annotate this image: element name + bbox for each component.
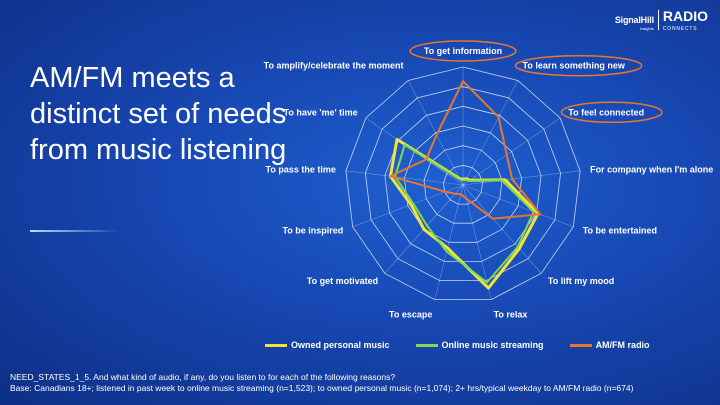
legend-item-owned: Owned personal music — [265, 340, 390, 350]
radar-ring — [403, 125, 523, 243]
radar-labels: To get information To learn something new… — [264, 40, 713, 319]
series-am-fm-radio — [389, 80, 542, 220]
radar-spoke — [462, 184, 542, 274]
logo-divider — [657, 10, 659, 30]
radar-spoke — [407, 80, 464, 186]
axis-label-for-company-when-i-m-alone: For company when I'm alone — [590, 165, 713, 175]
radar-series — [388, 80, 542, 290]
radar-ring — [364, 86, 562, 281]
legend-label-streaming: Online music streaming — [441, 340, 544, 350]
legend-item-amfm: AM/FM radio — [569, 340, 650, 350]
series-online-music-streaming — [394, 143, 535, 284]
radar-spoke — [462, 184, 492, 300]
legend-label-owned: Owned personal music — [291, 340, 390, 350]
axis-label-to-relax: To relax — [494, 309, 528, 319]
footnote: NEED_STATES_1_5. And what kind of audio,… — [10, 372, 710, 393]
headline-accent-line — [30, 230, 120, 232]
highlight-oval-to-learn-something-new — [514, 54, 643, 77]
legend-label-amfm: AM/FM radio — [595, 340, 650, 350]
radar-spoke — [462, 184, 574, 228]
radio-wordmark: RADIO — [662, 8, 708, 24]
axis-label-to-lift-my-mood: To lift my mood — [548, 276, 614, 286]
axis-label-to-have-me-time: To have 'me' time — [284, 107, 358, 117]
highlight-oval-to-feel-connected — [560, 101, 663, 124]
radar-spoke — [434, 184, 464, 300]
radar-ring — [423, 145, 503, 224]
radio-connects-logo: RADIO CONNECTS — [663, 8, 708, 32]
axis-label-to-feel-connected: To feel connected — [568, 107, 644, 117]
footnote-question: NEED_STATES_1_5. And what kind of audio,… — [10, 372, 396, 382]
axis-label-to-be-inspired: To be inspired — [282, 225, 343, 235]
brand-logo: SignalHill Insights RADIO CONNECTS — [615, 8, 708, 32]
radar-spoke — [345, 170, 464, 186]
chart-legend: Owned personal music Online music stream… — [265, 340, 650, 350]
radar-ring — [345, 66, 581, 301]
connects-wordmark: CONNECTS — [662, 26, 698, 32]
legend-item-streaming: Online music streaming — [415, 340, 544, 350]
axis-label-to-learn-something-new: To learn something new — [523, 61, 626, 71]
highlight-oval-to-get-information — [409, 40, 517, 62]
footnote-base: Base: Canadians 18+; listened in past we… — [10, 382, 634, 393]
radar-grid — [345, 66, 581, 301]
axis-label-to-be-entertained: To be entertained — [583, 225, 657, 235]
axis-label-to-get-information: To get information — [424, 46, 502, 56]
radar-spoke — [462, 117, 561, 186]
legend-swatch-streaming — [415, 343, 438, 347]
slide-headline: AM/FM meets a distinct set of needs from… — [30, 62, 287, 166]
signalhill-logo: SignalHill Insights — [615, 10, 654, 31]
legend-swatch-amfm — [569, 343, 592, 347]
radar-spoke — [462, 170, 581, 186]
legend-swatch-owned — [265, 343, 287, 347]
insights-wordmark: Insights — [640, 25, 654, 31]
axis-label-to-amplify-celebrate-the-moment: To amplify/celebrate the moment — [264, 61, 404, 71]
axis-label-to-pass-the-time: To pass the time — [266, 165, 336, 175]
axis-label-to-escape: To escape — [389, 309, 432, 319]
signalhill-wordmark: SignalHill — [614, 14, 654, 25]
radar-spoke — [462, 80, 519, 186]
radar-ring — [443, 164, 483, 205]
radar-chart: To get information To learn something new… — [264, 40, 713, 319]
axis-label-to-get-motivated: To get motivated — [307, 276, 378, 286]
